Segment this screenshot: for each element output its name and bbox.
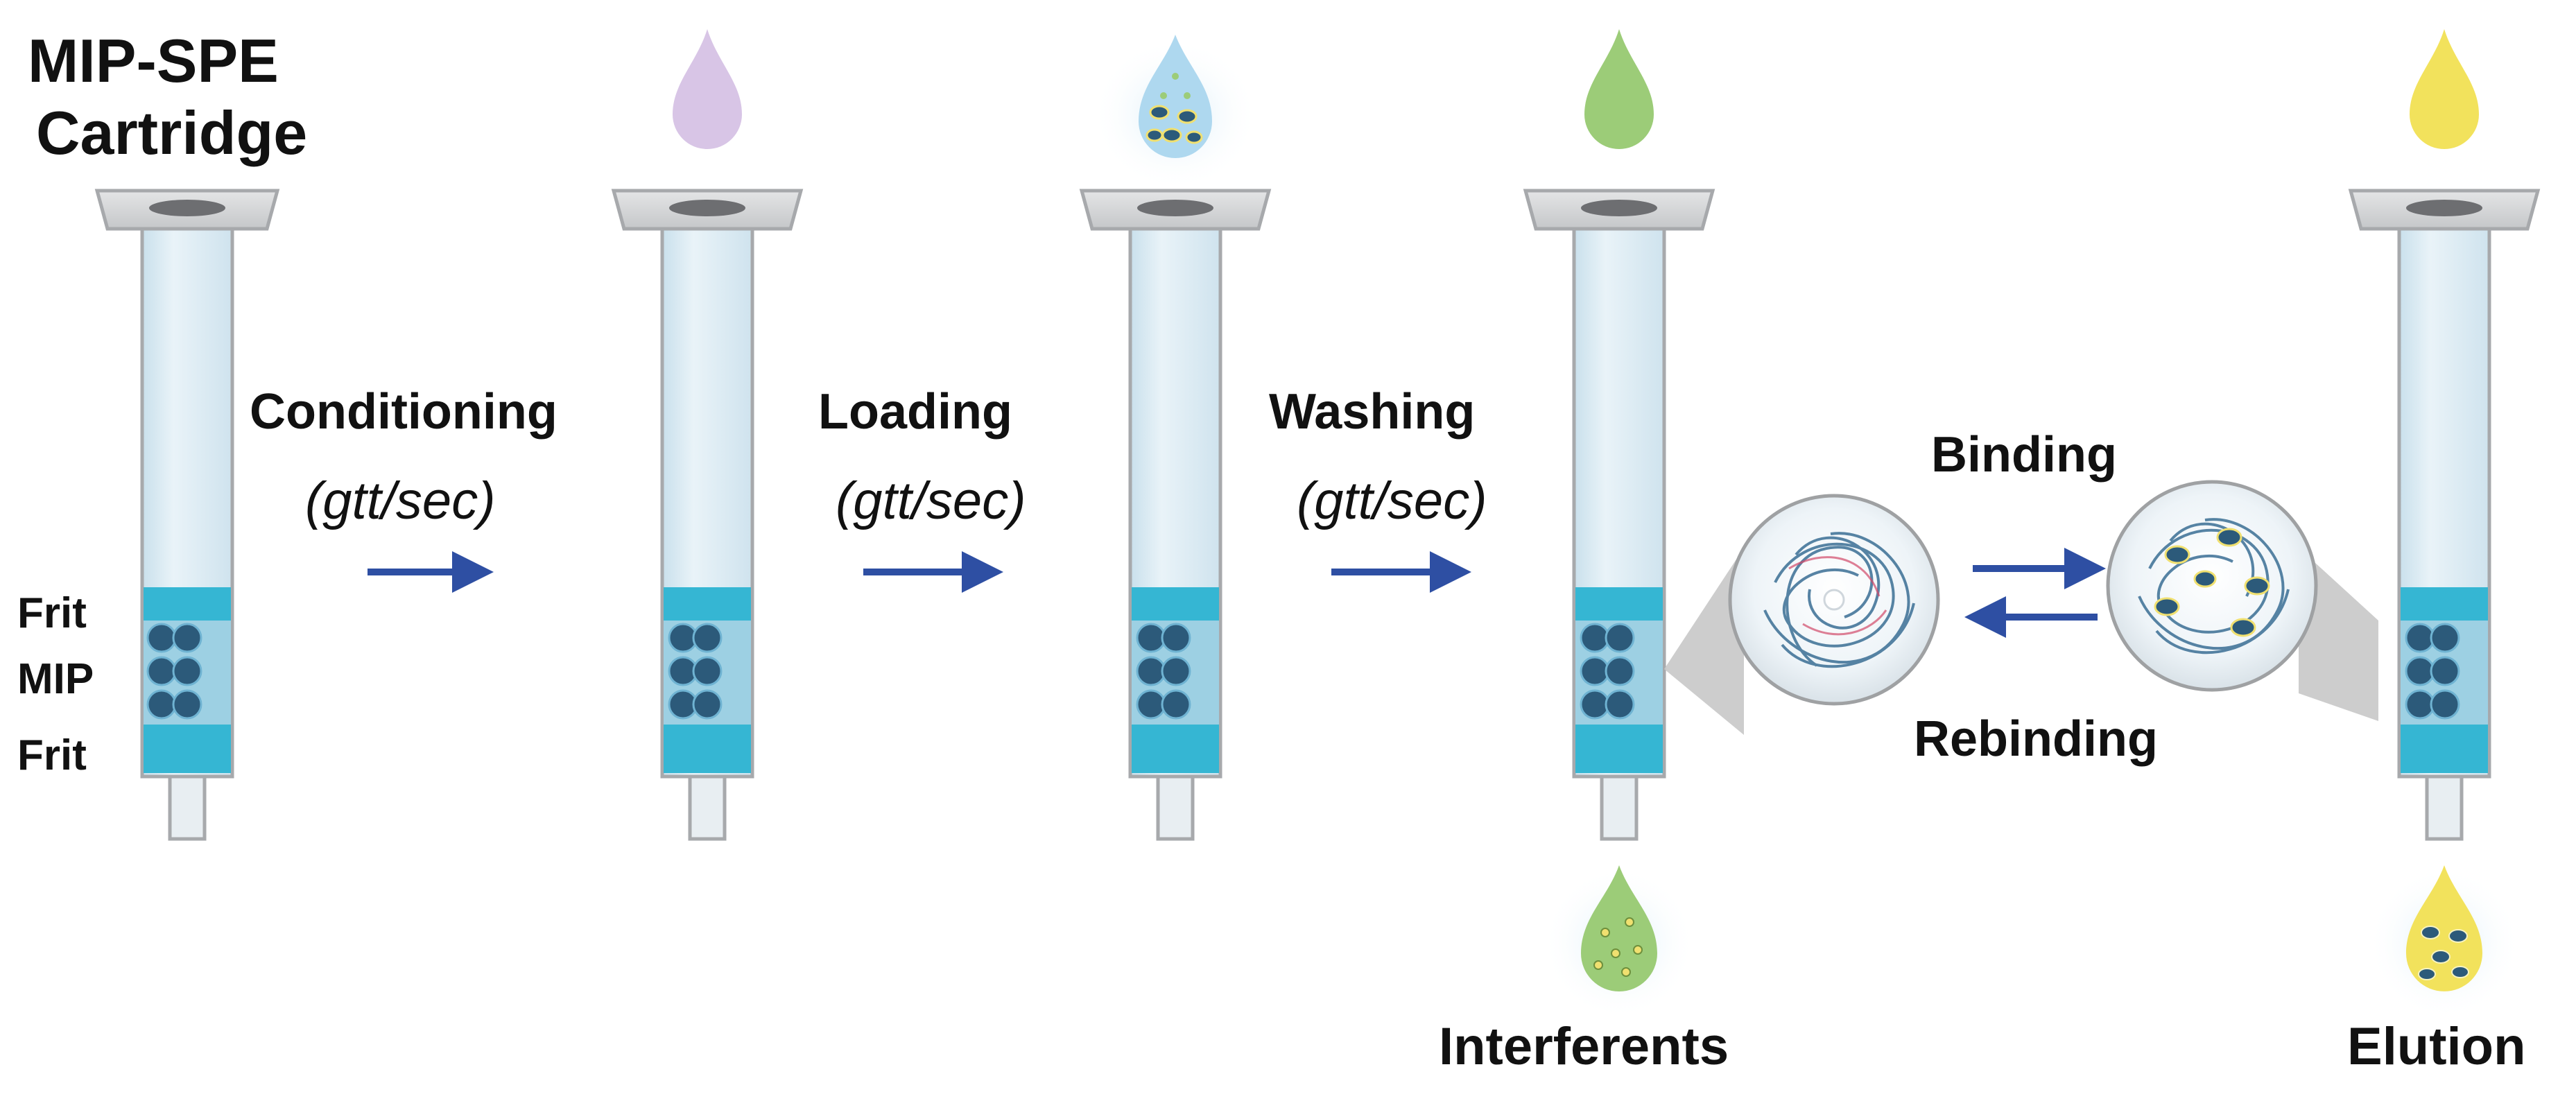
binding-label: Binding — [1931, 427, 2117, 483]
step-washing-label: Washing — [1269, 384, 1475, 440]
elution-drop-top — [2410, 29, 2479, 149]
mip-zoom-circle-empty — [1728, 494, 1940, 706]
interferents-drop — [1581, 865, 1657, 991]
cartridge-2 — [611, 29, 804, 841]
mip-label: MIP — [17, 655, 94, 703]
loading-drop — [1139, 35, 1212, 158]
frit-label-bottom: Frit — [17, 731, 87, 779]
elution-label: Elution — [2347, 1017, 2526, 1076]
cartridge-5 — [2348, 29, 2541, 1019]
elution-drop — [2406, 865, 2482, 991]
cartridge-3 — [1079, 35, 1272, 841]
step-conditioning-label: Conditioning — [250, 384, 557, 440]
title-line-1: MIP-SPE — [28, 26, 279, 95]
step-loading-label: Loading — [818, 384, 1012, 440]
conditioning-drop — [673, 29, 742, 149]
mip-zoom-circle-bound — [2106, 480, 2318, 692]
washing-drop — [1584, 29, 1654, 149]
step-washing-rate: (gtt/sec) — [1297, 471, 1487, 530]
frit-label-top: Frit — [17, 589, 87, 637]
title-line-2: Cartridge — [36, 98, 307, 167]
zoom-cone-left — [1664, 548, 1744, 735]
cartridge-4 — [1523, 29, 1715, 1019]
step-loading-rate: (gtt/sec) — [836, 471, 1026, 530]
interferents-label: Interferents — [1439, 1017, 1729, 1076]
rebinding-label: Rebinding — [1914, 711, 2158, 767]
zoom-cone-right — [2299, 548, 2378, 721]
cartridge-1 — [94, 189, 280, 841]
step-conditioning-rate: (gtt/sec) — [305, 471, 496, 530]
